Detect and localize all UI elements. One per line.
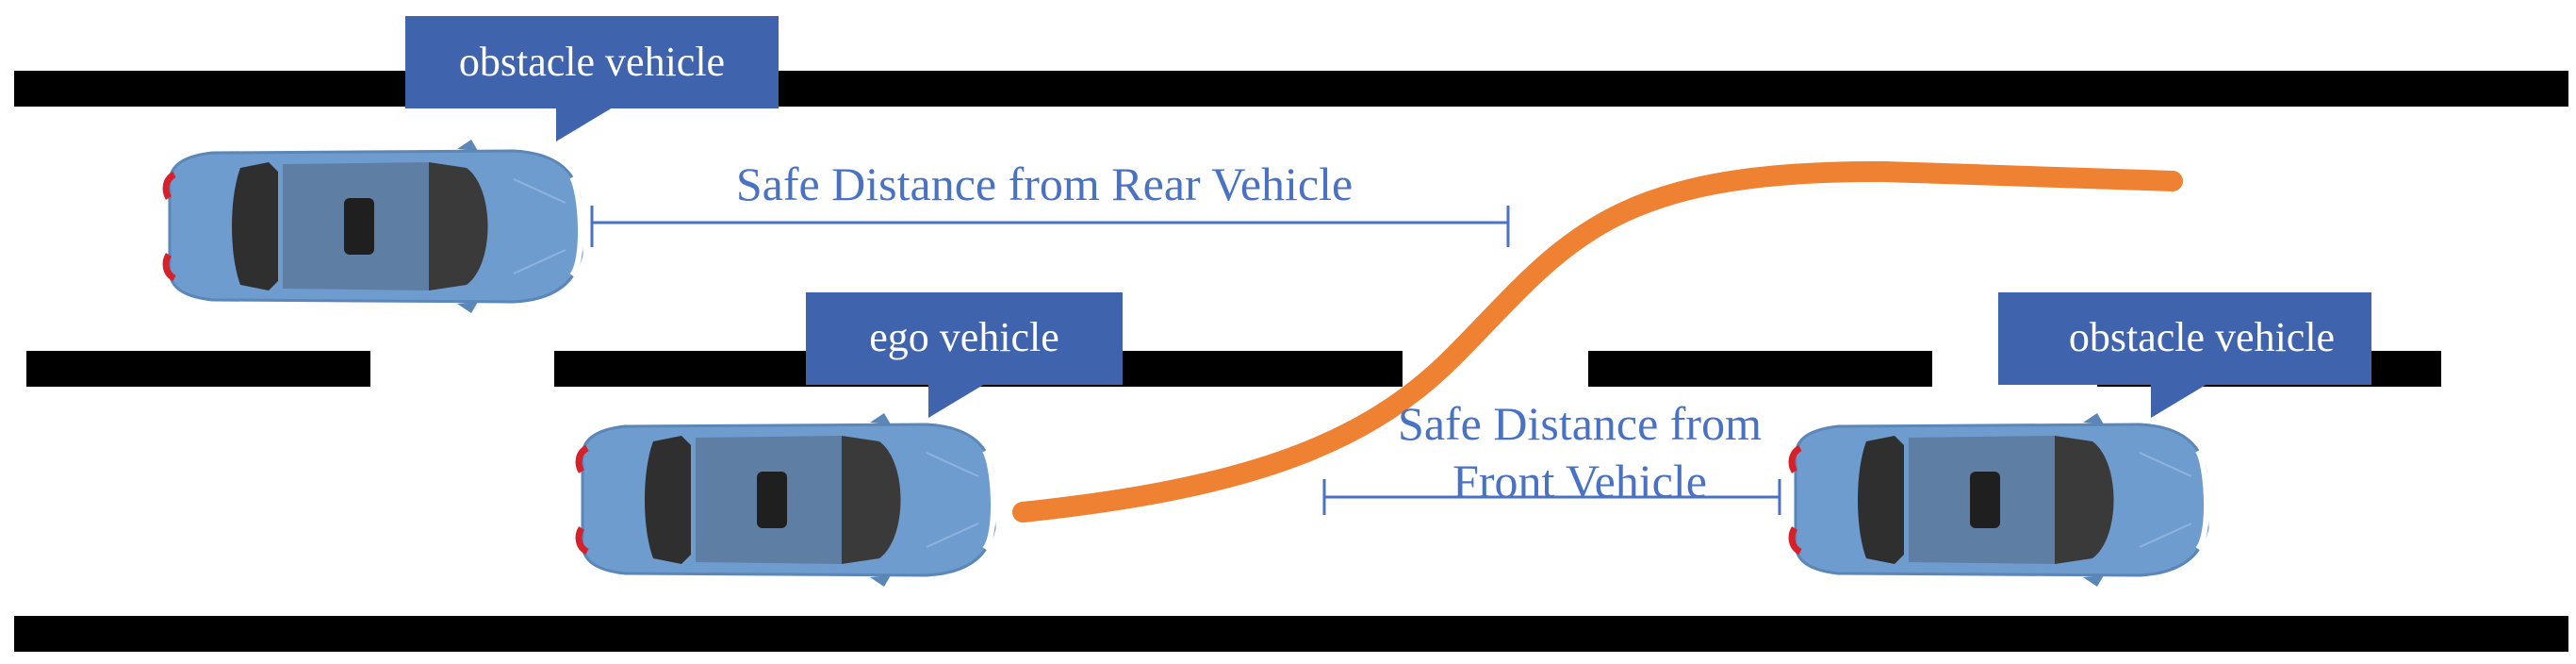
callout-label: ego vehicle: [869, 314, 1059, 360]
obstacle-vehicle-rear: [166, 140, 582, 313]
ego-vehicle: [579, 413, 994, 587]
safe-distance-front-label-line2: Front Vehicle: [1452, 455, 1707, 507]
safe-distance-rear-label: Safe Distance from Rear Vehicle: [736, 158, 1353, 210]
safe-distance-front-label-line1: Safe Distance from: [1398, 397, 1762, 450]
trajectory-path: [1012, 160, 2183, 523]
callout-ego-vehicle: ego vehicle: [806, 292, 1123, 418]
callout-obstacle-vehicle-front: obstacle vehicle: [1998, 292, 2371, 418]
safe-distance-rear-marker: [590, 206, 1510, 247]
road-bottom-boundary: [14, 616, 2568, 652]
callout-label: obstacle vehicle: [2069, 314, 2335, 360]
callout-obstacle-vehicle-rear: obstacle vehicle: [405, 16, 779, 141]
lane-dash: [26, 351, 370, 387]
road-top-boundary: [14, 71, 2568, 107]
lane-dash: [1588, 351, 1932, 387]
callout-label: obstacle vehicle: [459, 39, 725, 85]
safe-distance-front-marker: [1322, 479, 1781, 515]
obstacle-vehicle-front: [1792, 413, 2207, 587]
